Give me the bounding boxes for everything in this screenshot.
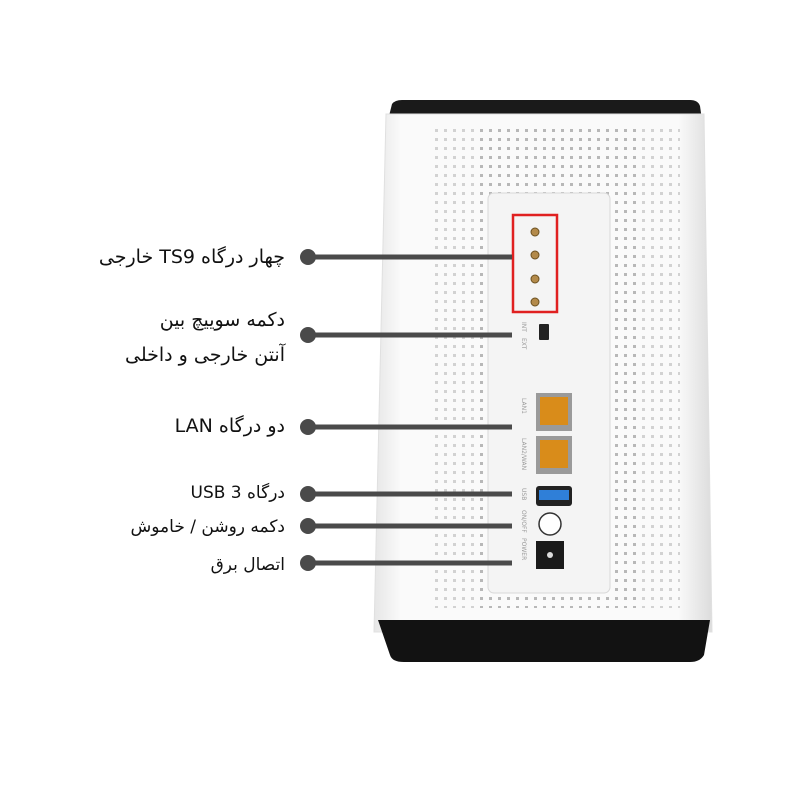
callout-usb: درگاه USB 3 xyxy=(190,483,286,503)
antenna-switch[interactable] xyxy=(539,324,549,340)
label-usb: USB xyxy=(520,488,527,500)
callout-switch-line1: دکمه سوییچ بین xyxy=(159,309,285,331)
port-labels: INT EXT LAN1 LAN2/WAN USB ON/OFF POWER xyxy=(520,322,527,560)
device-base xyxy=(378,620,710,662)
antenna-highlight-box xyxy=(511,213,559,314)
label-ext: EXT xyxy=(520,338,527,350)
power-button[interactable] xyxy=(538,512,562,536)
label-onoff: ON/OFF xyxy=(520,510,527,533)
label-lan2: LAN2/WAN xyxy=(520,438,527,470)
callout-antenna: چهار درگاه TS9 خارجی xyxy=(98,246,285,268)
antenna-connectors xyxy=(530,227,540,307)
callout-switch-line2: آنتن خارجی و داخلی xyxy=(125,344,285,366)
label-power: POWER xyxy=(520,538,527,560)
label-lan1: LAN1 xyxy=(520,398,527,414)
callout-power-button: دکمه روشن / خاموش xyxy=(130,517,285,537)
callout-power: اتصال برق xyxy=(210,555,285,575)
callout-lines xyxy=(300,249,512,571)
label-int: INT xyxy=(520,322,527,332)
callout-lan: دو درگاه LAN xyxy=(174,415,285,437)
